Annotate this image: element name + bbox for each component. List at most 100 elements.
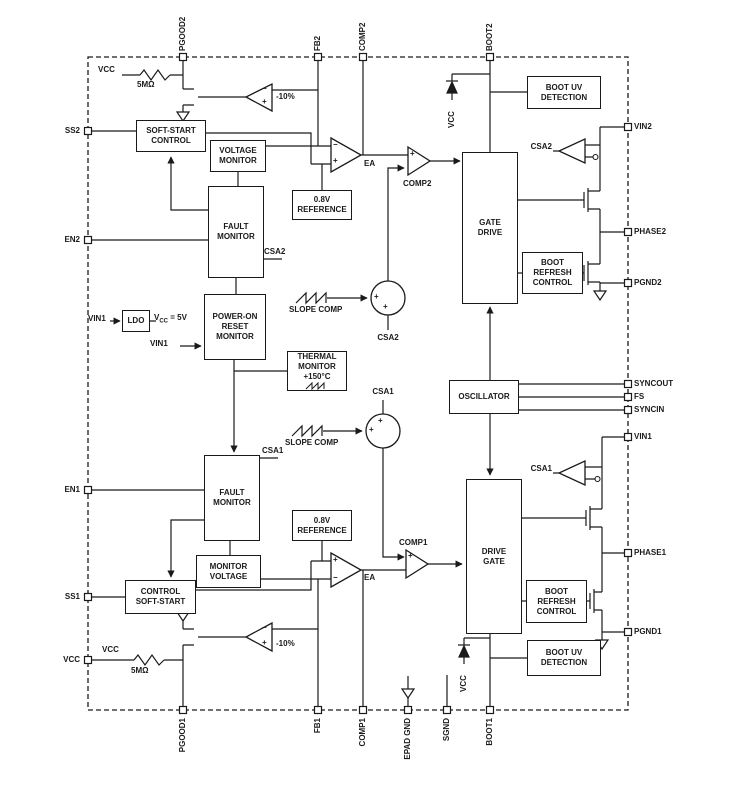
block-power-on-reset-monitor: POWER-ON RESET MONITOR (204, 294, 266, 360)
input-sign-plus: + (410, 149, 415, 158)
block-thermal-monitor: THERMAL MONITOR +150°C (287, 351, 347, 391)
pgood1-comparator (244, 621, 273, 653)
pin-label-comp2: COMP2 (358, 22, 367, 51)
pin-label-fs: FS (634, 392, 645, 401)
block-voltage-monitor-2: VOLTAGE MONITOR (210, 140, 266, 172)
net-label-csa1-sum: CSA1 (372, 387, 394, 396)
block-boot-refresh-control-1: BOOT REFRESH CONTROL (526, 580, 587, 623)
net-label-slope-comp-1: SLOPE COMP (285, 438, 339, 447)
block-boot-uv-detection-2: BOOT UV DETECTION (527, 76, 601, 109)
net-label-csa2-sum: CSA2 (377, 333, 399, 342)
pin-label-vin2: VIN2 (634, 122, 652, 131)
block-oscillator: OSCILLATOR (449, 380, 519, 414)
net-label-vcc-bottom: VCC (102, 645, 119, 654)
pin-label-fb2: FB2 (313, 35, 322, 51)
input-sign-minus: − (333, 140, 338, 149)
summing-junction-2 (370, 280, 406, 316)
ground-epad (400, 688, 416, 700)
input-sign-plus: + (378, 416, 383, 425)
pin-label-comp1: COMP1 (358, 718, 367, 747)
net-label-csa2-fault: CSA2 (264, 247, 286, 256)
ground-pgnd2 (592, 290, 608, 302)
pin-label-pgood2: PGOOD2 (178, 16, 187, 51)
net-label-vcc-boot2: VCC (447, 111, 456, 128)
pin-label-ss2: SS2 (64, 126, 80, 135)
input-sign-plus: + (408, 551, 413, 560)
resistor-symbols (133, 68, 171, 667)
pin-label-en2: EN2 (64, 235, 80, 244)
thermal-monitor-label: THERMAL MONITOR +150°C (297, 352, 337, 381)
block-control-soft-start-1: CONTROL SOFT-START (125, 580, 196, 614)
csa1-amplifier (557, 459, 586, 487)
pin-squares (83, 52, 633, 715)
amp-label-ea-1: EA (364, 573, 376, 582)
thermal-sawtooth-icon (305, 382, 325, 390)
net-label-slope-comp-2: SLOPE COMP (289, 305, 343, 314)
block-monitor-voltage-1: MONITOR VOLTAGE (196, 555, 261, 588)
pin-label-boot2: BOOT2 (485, 23, 494, 51)
net-label-csa1-fault: CSA1 (262, 446, 284, 455)
block-boot-refresh-control-2: BOOT REFRESH CONTROL (522, 252, 583, 294)
net-label-vcc-5v: VCC = 5V (154, 313, 187, 325)
pin-label-fb1: FB1 (313, 718, 322, 734)
summing-junction-1 (365, 413, 401, 449)
block-reference-2: 0.8V REFERENCE (292, 190, 352, 220)
block-gate-drive-2: GATE DRIVE (462, 152, 518, 304)
input-sign-minus: − (262, 623, 267, 632)
block-ldo: LDO (122, 310, 150, 332)
amp-label-csa1: CSA1 (530, 464, 552, 473)
net-label-vin1-por: VIN1 (150, 339, 168, 348)
resistor-label-top: 5MΩ (137, 80, 155, 89)
input-sign-plus: + (374, 292, 379, 301)
csa2-amplifier (557, 137, 586, 165)
input-sign-plus: + (383, 302, 388, 311)
input-sign-plus: + (333, 156, 338, 165)
pin-label-pgood1: PGOOD1 (178, 718, 187, 753)
input-sign-plus: + (333, 555, 338, 564)
net-label-vcc-boot1: VCC (459, 675, 468, 692)
error-amp-1 (330, 551, 363, 589)
block-soft-start-control-2: SOFT-START CONTROL (136, 120, 206, 152)
pin-label-epad-gnd: EPAD GND (403, 718, 412, 760)
net-label-comp2: COMP2 (403, 179, 432, 188)
block-fault-monitor-1: FAULT MONITOR (204, 455, 260, 541)
net-label-vcc-top: VCC (98, 65, 115, 74)
summing-junctions (365, 153, 601, 483)
pin-label-sgnd: SGND (442, 718, 451, 742)
pwm-comparator-2 (407, 145, 432, 177)
amp-label-ea-2: EA (364, 159, 376, 168)
input-sign-plus: + (262, 97, 267, 106)
block-reference-1: 0.8V REFERENCE (292, 510, 352, 541)
diode-symbols (446, 80, 470, 658)
signal-arrows (110, 156, 494, 578)
threshold-label-minus10-1: -10% (276, 639, 295, 648)
sense-terminal-1 (594, 475, 601, 483)
pin-label-syncin: SYNCIN (634, 405, 665, 414)
pin-label-pgnd2: PGND2 (634, 278, 662, 287)
input-sign-plus: + (262, 638, 267, 647)
pin-label-phase2: PHASE2 (634, 227, 667, 236)
wires (92, 61, 624, 706)
pin-label-vcc: VCC (63, 655, 80, 664)
pin-label-en1: EN1 (64, 485, 80, 494)
net-label-comp1: COMP1 (399, 538, 428, 547)
pin-label-vin1: VIN1 (634, 432, 652, 441)
threshold-label-minus10-2: -10% (276, 92, 295, 101)
block-boot-uv-detection-1: BOOT UV DETECTION (527, 640, 601, 676)
net-label-vin1-ldo: VIN1 (88, 314, 106, 323)
pin-label-phase1: PHASE1 (634, 548, 667, 557)
input-sign-minus: − (333, 573, 338, 582)
pin-label-syncout: SYNCOUT (634, 379, 674, 388)
amplifier-triangles (244, 82, 586, 653)
error-amp-2 (330, 136, 363, 174)
ground-pgood2 (175, 111, 191, 123)
amp-label-csa2: CSA2 (530, 142, 552, 151)
input-sign-plus: + (369, 425, 374, 434)
pgood2-comparator (244, 82, 273, 113)
sense-terminal-2 (592, 153, 599, 161)
boot1-diode (458, 644, 470, 658)
pin-label-ss1: SS1 (64, 592, 80, 601)
sawtooth-waveform-icons (291, 291, 327, 438)
